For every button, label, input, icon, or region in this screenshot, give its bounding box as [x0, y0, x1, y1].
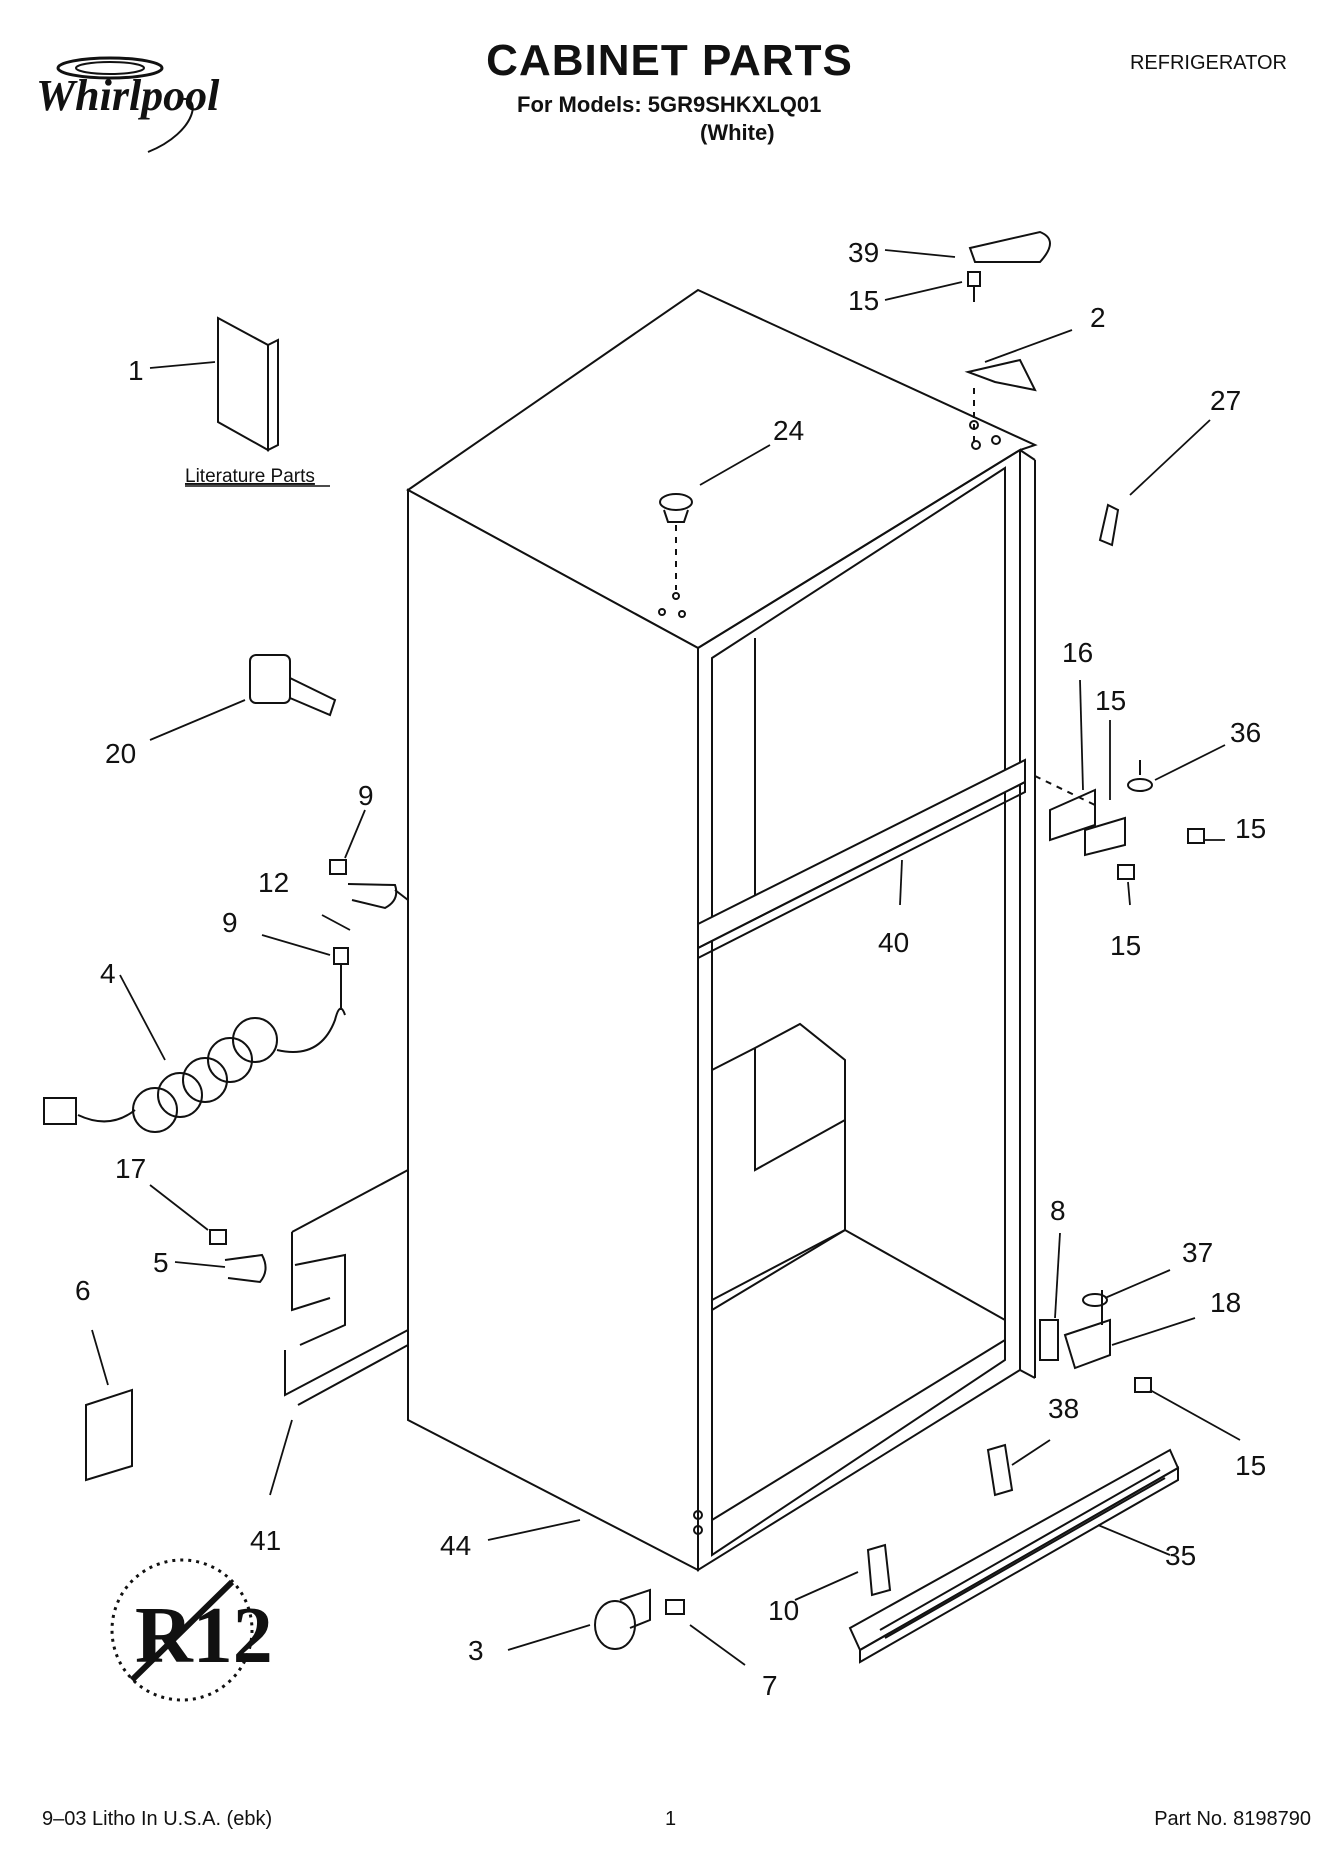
callout-39: 38	[1048, 1393, 1079, 1424]
callouts: 1 2 3 4 5 6 7 8 9 9 10 12 15 15 15 15 15…	[75, 237, 1266, 1701]
callout-6: 6	[75, 1275, 91, 1306]
callout-3: 3	[468, 1635, 484, 1666]
callout-37: 36	[1230, 717, 1261, 748]
power-cord	[43, 1007, 346, 1133]
callout-18: 17	[115, 1153, 146, 1184]
models-line: For Models: 5GR9SHKXLQ01	[517, 92, 822, 117]
callout-1: 1	[128, 355, 144, 386]
callout-27: 24	[773, 415, 804, 446]
callout-10: 10	[768, 1595, 799, 1626]
callout-5: 5	[153, 1247, 169, 1278]
top-hinge-parts	[964, 230, 1120, 547]
callout-8: 8	[1050, 1195, 1066, 1226]
callout-45: 44	[440, 1530, 471, 1561]
brand-logo: Whirlpool	[28, 52, 278, 162]
callout-20: 18	[1210, 1287, 1241, 1318]
callout-44: 41	[250, 1525, 281, 1556]
callout-16: 15	[1095, 685, 1126, 716]
toe-grille	[848, 1448, 1180, 1664]
lower-left-parts	[85, 1169, 409, 1482]
grille-clips	[866, 1443, 1014, 1597]
callout-15c: 15	[1110, 930, 1141, 961]
callout-36: 35	[1165, 1540, 1196, 1571]
callout-35: 27	[1210, 385, 1241, 416]
callout-9b: 9	[222, 907, 238, 938]
roller-assembly	[594, 1588, 685, 1650]
callout-15d: 15	[1235, 1450, 1266, 1481]
callout-15b: 15	[1235, 813, 1266, 844]
callout-41: 40	[878, 927, 909, 958]
callout-24: 20	[105, 738, 136, 769]
divider-rail	[697, 758, 1026, 960]
door-stop-part	[249, 654, 337, 717]
appliance-type: REFRIGERATOR	[1129, 52, 1287, 74]
cabinet-body	[406, 288, 1038, 1572]
callout-7: 7	[762, 1670, 778, 1701]
r12-text: R12	[135, 1592, 273, 1680]
callout-38: 37	[1182, 1237, 1213, 1268]
literature-booklet	[217, 316, 279, 452]
callout-2: 2	[1090, 302, 1106, 333]
literature-parts-label: Literature Parts	[185, 466, 315, 487]
callout-40: 39	[848, 237, 879, 268]
callout-15a: 15	[848, 285, 879, 316]
callout-17: 16	[1062, 637, 1093, 668]
footer-page: 1	[665, 1808, 677, 1830]
page-title: CABINET PARTS	[486, 36, 853, 85]
footer-litho: 9–03 Litho In U.S.A. (ebk)	[42, 1808, 273, 1830]
callout-9a: 9	[358, 780, 374, 811]
footer-part-no: Part No. 8198790	[1154, 1808, 1311, 1830]
lower-hinge-parts	[1039, 1290, 1152, 1393]
callout-4: 4	[100, 958, 116, 989]
top-plug	[658, 493, 693, 618]
color-line: (White)	[700, 120, 775, 145]
clamp-and-screws	[329, 859, 409, 1010]
callout-12: 12	[258, 867, 289, 898]
middle-hinge-parts	[1034, 760, 1205, 880]
brand-wordmark: Whirlpool	[36, 71, 220, 120]
no-r12-symbol: R12	[110, 1558, 273, 1702]
